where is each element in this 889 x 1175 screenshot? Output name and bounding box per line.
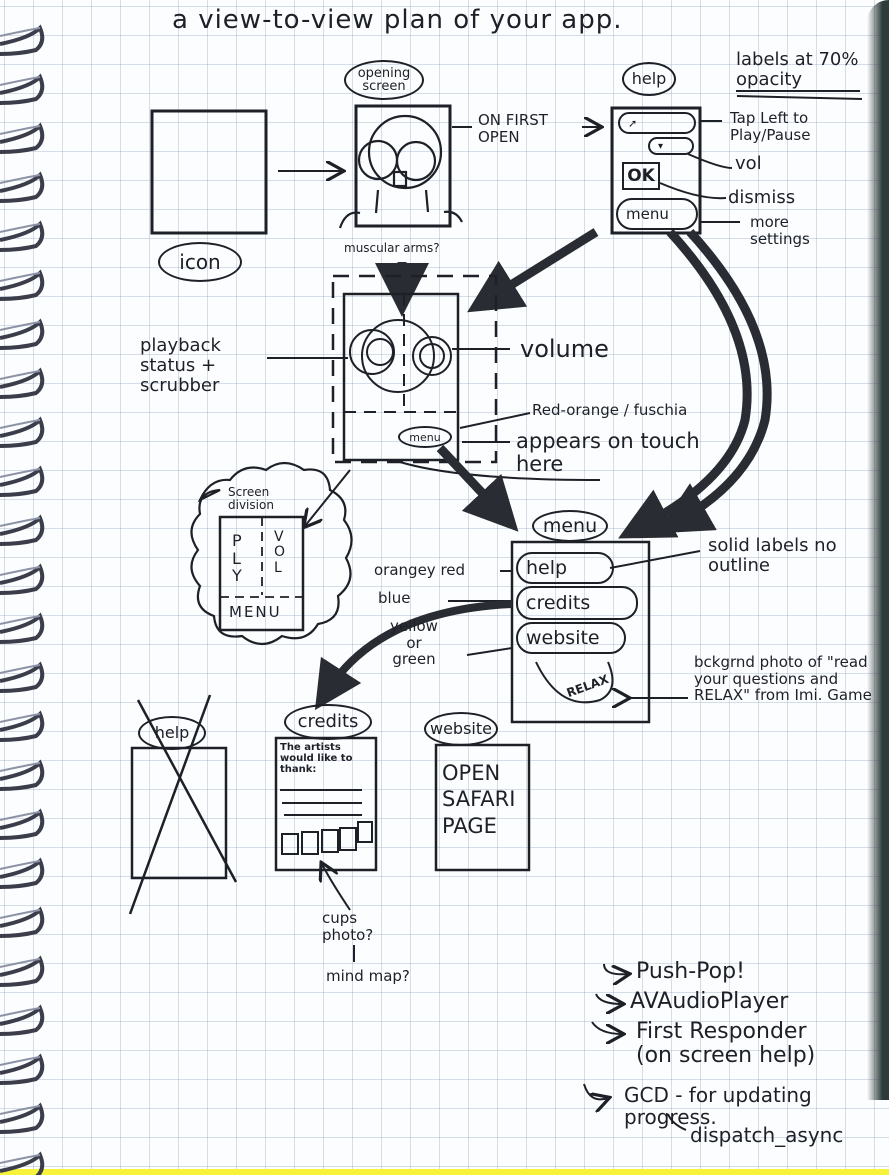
- help-crossed-label: help: [138, 716, 206, 750]
- face-drawing: [338, 114, 463, 229]
- arrow-menu-to-credits: [314, 600, 513, 711]
- more-settings-note: more settings: [750, 213, 810, 248]
- spiral-ring: [0, 122, 45, 154]
- spiral-ring: [0, 1151, 45, 1175]
- spiral-ring: [0, 318, 45, 350]
- mind-map-note: mind map?: [326, 967, 410, 985]
- open-safari-text: OPEN SAFARI PAGE: [442, 761, 516, 838]
- yellow-green-note: yellow or green: [390, 617, 438, 668]
- dismiss-note: dismiss: [728, 187, 796, 208]
- player-screen-frame: [342, 292, 460, 462]
- opening-screen-label: opening screen: [344, 60, 424, 100]
- spiral-ring: [0, 73, 45, 105]
- spiral-ring: [0, 24, 45, 56]
- vol-zone: V O L: [274, 529, 286, 576]
- arrow-down-icon: ▾: [658, 140, 664, 152]
- color-note: Red-orange / fuschia: [532, 401, 688, 419]
- cups-photo-note: cups photo?: [322, 909, 374, 944]
- tech-note-avaudioplayer: AVAudioPlayer: [630, 989, 789, 1014]
- spiral-ring: [0, 171, 45, 203]
- spiral-ring: [0, 1004, 45, 1036]
- tech-note-dispatch-async: dispatch_async: [690, 1123, 844, 1147]
- appears-on-touch-note: appears on touch here: [516, 429, 700, 477]
- background-photo-note: bckgrnd photo of "read your questions an…: [694, 653, 872, 704]
- ply-zone: P L Y: [232, 531, 242, 586]
- help-menu-button[interactable]: menu: [616, 198, 698, 230]
- play-pause-note: Tap Left to Play/Pause: [730, 109, 811, 144]
- spiral-ring: [0, 808, 45, 840]
- volume-note: volume: [520, 335, 609, 363]
- spiral-ring: [0, 612, 45, 644]
- solid-labels-note: solid labels no outline: [708, 535, 837, 576]
- spiral-ring: [0, 857, 45, 889]
- menu-website-button[interactable]: website: [516, 622, 626, 654]
- spiral-binding: [0, 24, 45, 1175]
- spiral-ring: [0, 1102, 45, 1134]
- player-face-drawing: [349, 319, 452, 393]
- play-icon: ➚: [628, 116, 638, 130]
- help-crossed-frame: [130, 746, 228, 880]
- help-vol-pill[interactable]: ▾: [648, 137, 694, 155]
- menu-credits-button[interactable]: credits: [516, 586, 638, 620]
- spiral-ring: [0, 955, 45, 987]
- tech-note-gcd: GCD - for updating progress.: [624, 1083, 812, 1129]
- playback-status-note: playback status + scrubber: [140, 335, 221, 396]
- spiral-ring: [0, 416, 45, 448]
- spiral-ring: [0, 367, 45, 399]
- credits-screen-label: credits: [284, 704, 372, 740]
- cups-drawing: [281, 821, 373, 855]
- player-touch-area: [331, 274, 498, 464]
- help-play-pause-pill[interactable]: ➚: [618, 112, 696, 134]
- orangey-red-note: orangey red: [374, 561, 466, 579]
- player-menu-button[interactable]: menu: [398, 426, 452, 448]
- tech-note-push-pop: Push-Pop!: [636, 959, 745, 984]
- muscular-arms-note: muscular arms?: [344, 241, 440, 255]
- opacity-note: labels at 70% opacity: [736, 49, 860, 92]
- menu-screen-label: menu: [532, 510, 608, 542]
- spiral-ring: [0, 514, 45, 546]
- spiral-ring: [0, 710, 45, 742]
- help-screen-frame: [610, 106, 702, 235]
- arrow-help-to-player: [467, 228, 599, 313]
- spiral-ring: [0, 465, 45, 497]
- website-screen-label: website: [424, 712, 498, 746]
- spiral-ring: [0, 563, 45, 595]
- screen-division-title: Screen division: [228, 485, 274, 513]
- spiral-ring: [0, 1053, 45, 1085]
- menu-help-button[interactable]: help: [516, 552, 614, 584]
- spiral-ring: [0, 269, 45, 301]
- icon-label: icon: [158, 242, 242, 282]
- page-corner-shadow: [867, 0, 889, 1100]
- screen-division-cloud: [190, 461, 353, 646]
- help-ok-button[interactable]: OK: [622, 162, 660, 190]
- menu-screen-frame: [510, 540, 651, 724]
- website-screen-frame: [434, 743, 531, 872]
- menu-zone: MENU: [229, 603, 282, 621]
- arrow-player-to-menu: [436, 444, 519, 532]
- help-screen-label: help: [622, 62, 676, 96]
- tech-note-first-responder: First Responder (on screen help): [636, 1019, 816, 1069]
- spiral-ring: [0, 661, 45, 693]
- blue-note: blue: [378, 589, 411, 607]
- spiral-ring: [0, 220, 45, 252]
- yellow-edge: [0, 1169, 889, 1175]
- opening-screen-frame: [354, 104, 452, 228]
- arrow-help-menu-to-menu-2: [656, 228, 772, 534]
- icon-box: [150, 109, 268, 235]
- vol-note: vol: [735, 153, 762, 174]
- spiral-ring: [0, 759, 45, 791]
- spiral-ring: [0, 906, 45, 938]
- page-title: a view-to-view plan of your app.: [172, 5, 623, 35]
- on-first-open-note: ON FIRST OPEN: [478, 111, 548, 146]
- credits-thanks-text: The artists would like to thank:: [280, 742, 353, 775]
